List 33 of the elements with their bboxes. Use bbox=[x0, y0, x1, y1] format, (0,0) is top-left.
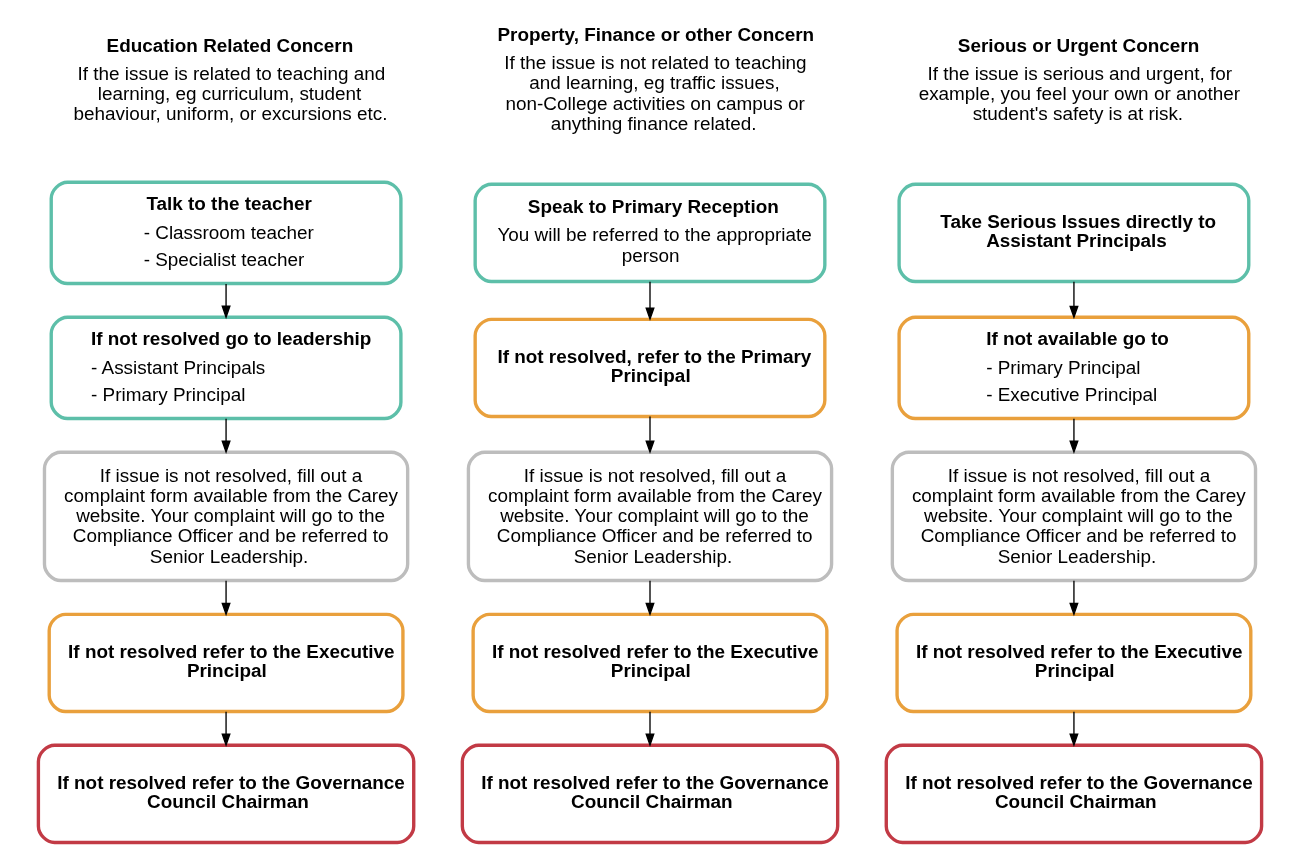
arrow bbox=[221, 711, 231, 747]
node-box: If not resolved refer to the Executive Principal bbox=[471, 612, 829, 714]
node-box: If not resolved go to leadership - Assistant Principals - Primary Principal bbox=[49, 315, 403, 421]
label: Education Related Concern bbox=[106, 34, 354, 56]
arrow bbox=[1069, 280, 1079, 320]
label: If the issue is related to teaching and learning, eg curriculum, student behaviour, uniform, or excursions etc. bbox=[73, 62, 388, 125]
label: If the issue is not related to teaching and learning, eg traffic issues, non-College activities on campus or anything finance related. bbox=[504, 52, 807, 134]
arrow bbox=[221, 417, 231, 455]
node-box: If issue is not resolved, fill out a complaint form available from the Carey website. Your complaint will go to the Compliance Officer and be referred to Senior Leadership. bbox=[42, 450, 410, 583]
node-box: If not resolved refer to the Executive Principal bbox=[895, 612, 1253, 714]
node-box: If not resolved refer to the Governance Council Chairman bbox=[36, 743, 416, 845]
node-box: If issue is not resolved, fill out a complaint form available from the Carey website. Your complaint will go to the Compliance Officer and be referred to Senior Leadership. bbox=[466, 450, 834, 583]
arrow bbox=[1069, 580, 1079, 617]
label: Serious or Urgent Concern bbox=[957, 34, 1200, 56]
node-box: Speak to Primary Reception You will be referred to the appropriate person bbox=[473, 182, 827, 284]
arrow bbox=[1069, 417, 1079, 455]
node-box: If not resolved refer to the Governance Council Chairman bbox=[884, 743, 1264, 845]
node-box: If not resolved refer to the Executive Principal bbox=[47, 612, 405, 714]
arrow bbox=[221, 283, 231, 320]
node-box: If issue is not resolved, fill out a complaint form available from the Carey website. Your complaint will go to the Compliance Officer and be referred to Senior Leadership. bbox=[890, 450, 1258, 583]
arrow bbox=[645, 415, 655, 455]
node-box: Take Serious Issues directly to Assistant Principals bbox=[897, 182, 1251, 284]
label: If the issue is serious and urgent, for example, you feel your own or another student's safety is at risk. bbox=[918, 62, 1240, 125]
node-box: If not resolved, refer to the Primary Principal bbox=[473, 317, 827, 419]
arrow bbox=[645, 711, 655, 747]
node-box: If not available go to - Primary Principal - Executive Principal bbox=[897, 315, 1251, 421]
arrow bbox=[645, 280, 655, 322]
arrow bbox=[645, 580, 655, 617]
label: Property, Finance or other Concern bbox=[497, 23, 815, 45]
arrow bbox=[221, 580, 231, 617]
node-box: If not resolved refer to the Governance Council Chairman bbox=[460, 743, 840, 845]
node-box: Talk to the teacher - Classroom teacher - Specialist teacher bbox=[49, 180, 403, 286]
arrow bbox=[1069, 711, 1079, 747]
